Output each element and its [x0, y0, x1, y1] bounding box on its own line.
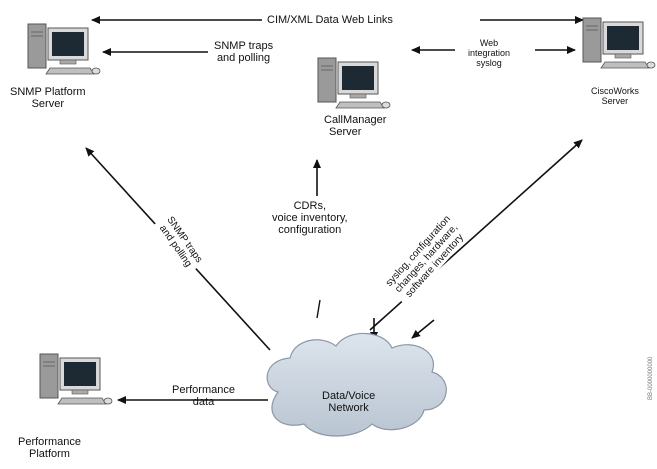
web-syslog-label: Web integration syslog — [468, 38, 511, 68]
into-cloud-arrow-2 — [411, 319, 435, 339]
snmp-traps-top-label: SNMP traps and polling — [214, 40, 274, 64]
ciscoworks-label: CiscoWorks Server — [591, 86, 639, 106]
cdrs-label: CDRs, voice inventory, configuration — [272, 200, 348, 236]
performance-platform-label: Performance Platform — [18, 436, 81, 460]
performance-data-label: Performance data — [172, 384, 235, 408]
network-label: Data/Voice Network — [322, 390, 376, 414]
cim-xml-label: CIM/XML Data Web Links — [264, 14, 396, 26]
performance-platform-icon — [39, 353, 113, 405]
cdr-tail-line — [316, 299, 321, 319]
figure-id-watermark: BB-0000000000 — [648, 356, 654, 400]
snmp-server-label: SNMP Platform Server — [10, 86, 86, 110]
callmanager-icon — [317, 57, 391, 109]
ciscoworks-icon — [582, 17, 656, 69]
callmanager-label: CallManager Server — [324, 114, 387, 138]
snmp-server-icon — [27, 23, 101, 75]
cloud-icon — [266, 332, 447, 437]
